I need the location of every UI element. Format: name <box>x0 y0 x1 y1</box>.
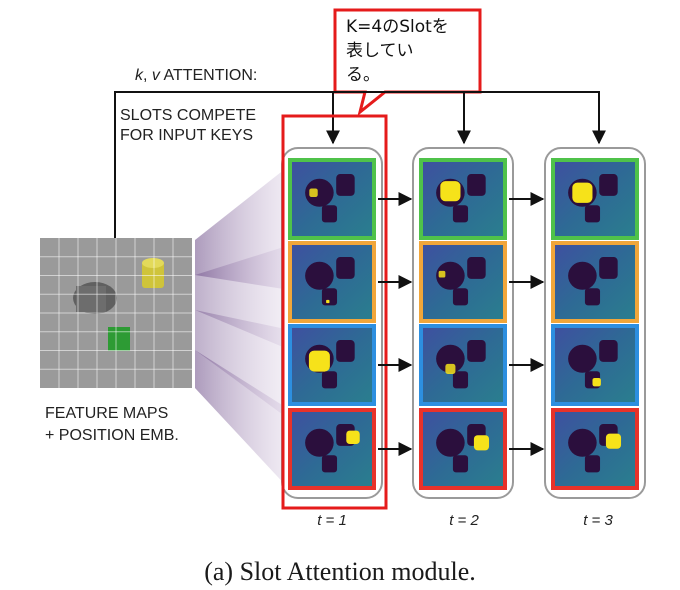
time-label-t2: t = 2 <box>449 512 479 529</box>
slot-column-t3 <box>544 147 646 499</box>
attention-trunk-line <box>114 91 600 240</box>
attention-label: k, v ATTENTION: <box>135 67 257 84</box>
dark-object <box>568 428 597 457</box>
attended-object <box>572 182 593 203</box>
callout-line-3: る。 <box>346 65 380 85</box>
projection-cone <box>195 165 290 490</box>
slot-mask-tile <box>288 158 376 240</box>
attended-object <box>592 377 601 387</box>
slot-mask-tile <box>419 241 507 323</box>
attention-comma: , <box>143 67 152 84</box>
slot-mask-tile <box>551 324 639 406</box>
iteration-arrows <box>378 192 545 456</box>
figure-caption: (a) Slot Attention module. <box>204 557 476 586</box>
dark-object <box>436 344 465 373</box>
time-label-t3: t = 3 <box>583 512 613 529</box>
dark-object <box>467 174 486 196</box>
attended-object <box>440 181 461 202</box>
slot-column-t2 <box>412 147 514 499</box>
callout-box: K=4のSlotを 表してい る。 <box>333 8 482 116</box>
dark-object <box>599 257 618 279</box>
callout-line-1: K=4のSlotを <box>346 17 449 37</box>
dark-object <box>584 205 601 223</box>
green-cube <box>108 327 130 351</box>
attended-object <box>445 363 456 374</box>
slots-compete-line-1: SLOTS COMPETE <box>120 107 256 124</box>
slot-columns <box>281 147 646 499</box>
attention-v: v <box>152 67 161 84</box>
dark-object <box>599 174 618 196</box>
dark-object <box>305 261 334 290</box>
attended-object <box>438 270 446 278</box>
dark-object <box>305 428 334 457</box>
dark-object <box>321 371 338 389</box>
time-label-t1: t = 1 <box>317 512 347 529</box>
dark-object <box>321 455 338 473</box>
slot-mask-tile <box>551 158 639 240</box>
slot-mask-tile <box>288 241 376 323</box>
dark-object <box>305 178 334 207</box>
attended-object <box>309 188 318 197</box>
dark-object <box>584 455 601 473</box>
attention-lines <box>114 91 606 240</box>
dark-object <box>452 455 469 473</box>
slot-mask-tile <box>419 324 507 406</box>
slot-mask-background <box>551 158 639 240</box>
dark-object <box>321 205 338 223</box>
slot-mask-tile <box>551 408 639 490</box>
slot-mask-background <box>419 158 507 240</box>
dark-object <box>584 288 601 306</box>
dark-object <box>452 205 469 223</box>
slot-mask-tile <box>551 241 639 323</box>
dark-object <box>321 288 338 306</box>
dark-object <box>336 257 355 279</box>
dark-object <box>599 340 618 362</box>
slot-mask-tile <box>288 408 376 490</box>
attended-object <box>473 435 490 451</box>
slots-compete-line-2: FOR INPUT KEYS <box>120 127 253 144</box>
dark-object <box>452 288 469 306</box>
slot-mask-tile <box>288 324 376 406</box>
dark-object <box>436 428 465 457</box>
slot-mask-background <box>551 324 639 406</box>
dark-object <box>467 340 486 362</box>
slot-mask-tile <box>419 158 507 240</box>
dark-object <box>467 257 486 279</box>
feature-grid <box>40 238 192 388</box>
callout-line-2: 表してい <box>346 41 414 61</box>
attention-rest: ATTENTION: <box>160 67 257 84</box>
t1-highlight-frame <box>281 114 388 510</box>
attended-object <box>605 433 622 449</box>
attended-object <box>346 430 360 445</box>
feature-maps-line-2: + POSITION EMB. <box>45 427 179 444</box>
attended-object <box>326 299 330 304</box>
dark-object <box>568 344 597 373</box>
dark-object <box>436 261 465 290</box>
feature-map-image <box>40 238 192 388</box>
dark-object <box>452 371 469 389</box>
feature-maps-line-1: FEATURE MAPS <box>45 405 168 422</box>
slot-column-t1 <box>281 147 383 499</box>
attention-k: k <box>135 67 144 84</box>
dark-object <box>568 261 597 290</box>
dark-object <box>336 340 355 362</box>
dark-object <box>336 174 355 196</box>
attended-object <box>308 350 330 372</box>
slot-mask-tile <box>419 408 507 490</box>
